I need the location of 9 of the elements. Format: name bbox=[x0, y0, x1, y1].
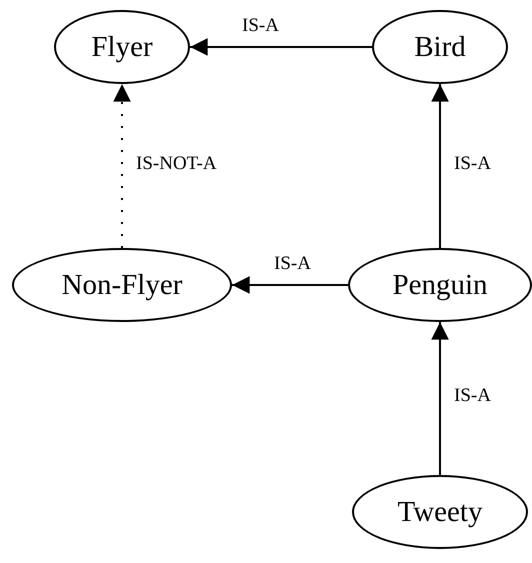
arrow bbox=[431, 322, 449, 475]
arrow bbox=[431, 84, 449, 248]
node-label: Penguin bbox=[392, 268, 488, 302]
node-label: Bird bbox=[414, 30, 466, 64]
node-label: Tweety bbox=[398, 496, 482, 528]
node-label: Flyer bbox=[91, 30, 153, 64]
node-label: Non-Flyer bbox=[62, 268, 182, 302]
arrow bbox=[190, 38, 372, 56]
arrow bbox=[113, 84, 131, 248]
